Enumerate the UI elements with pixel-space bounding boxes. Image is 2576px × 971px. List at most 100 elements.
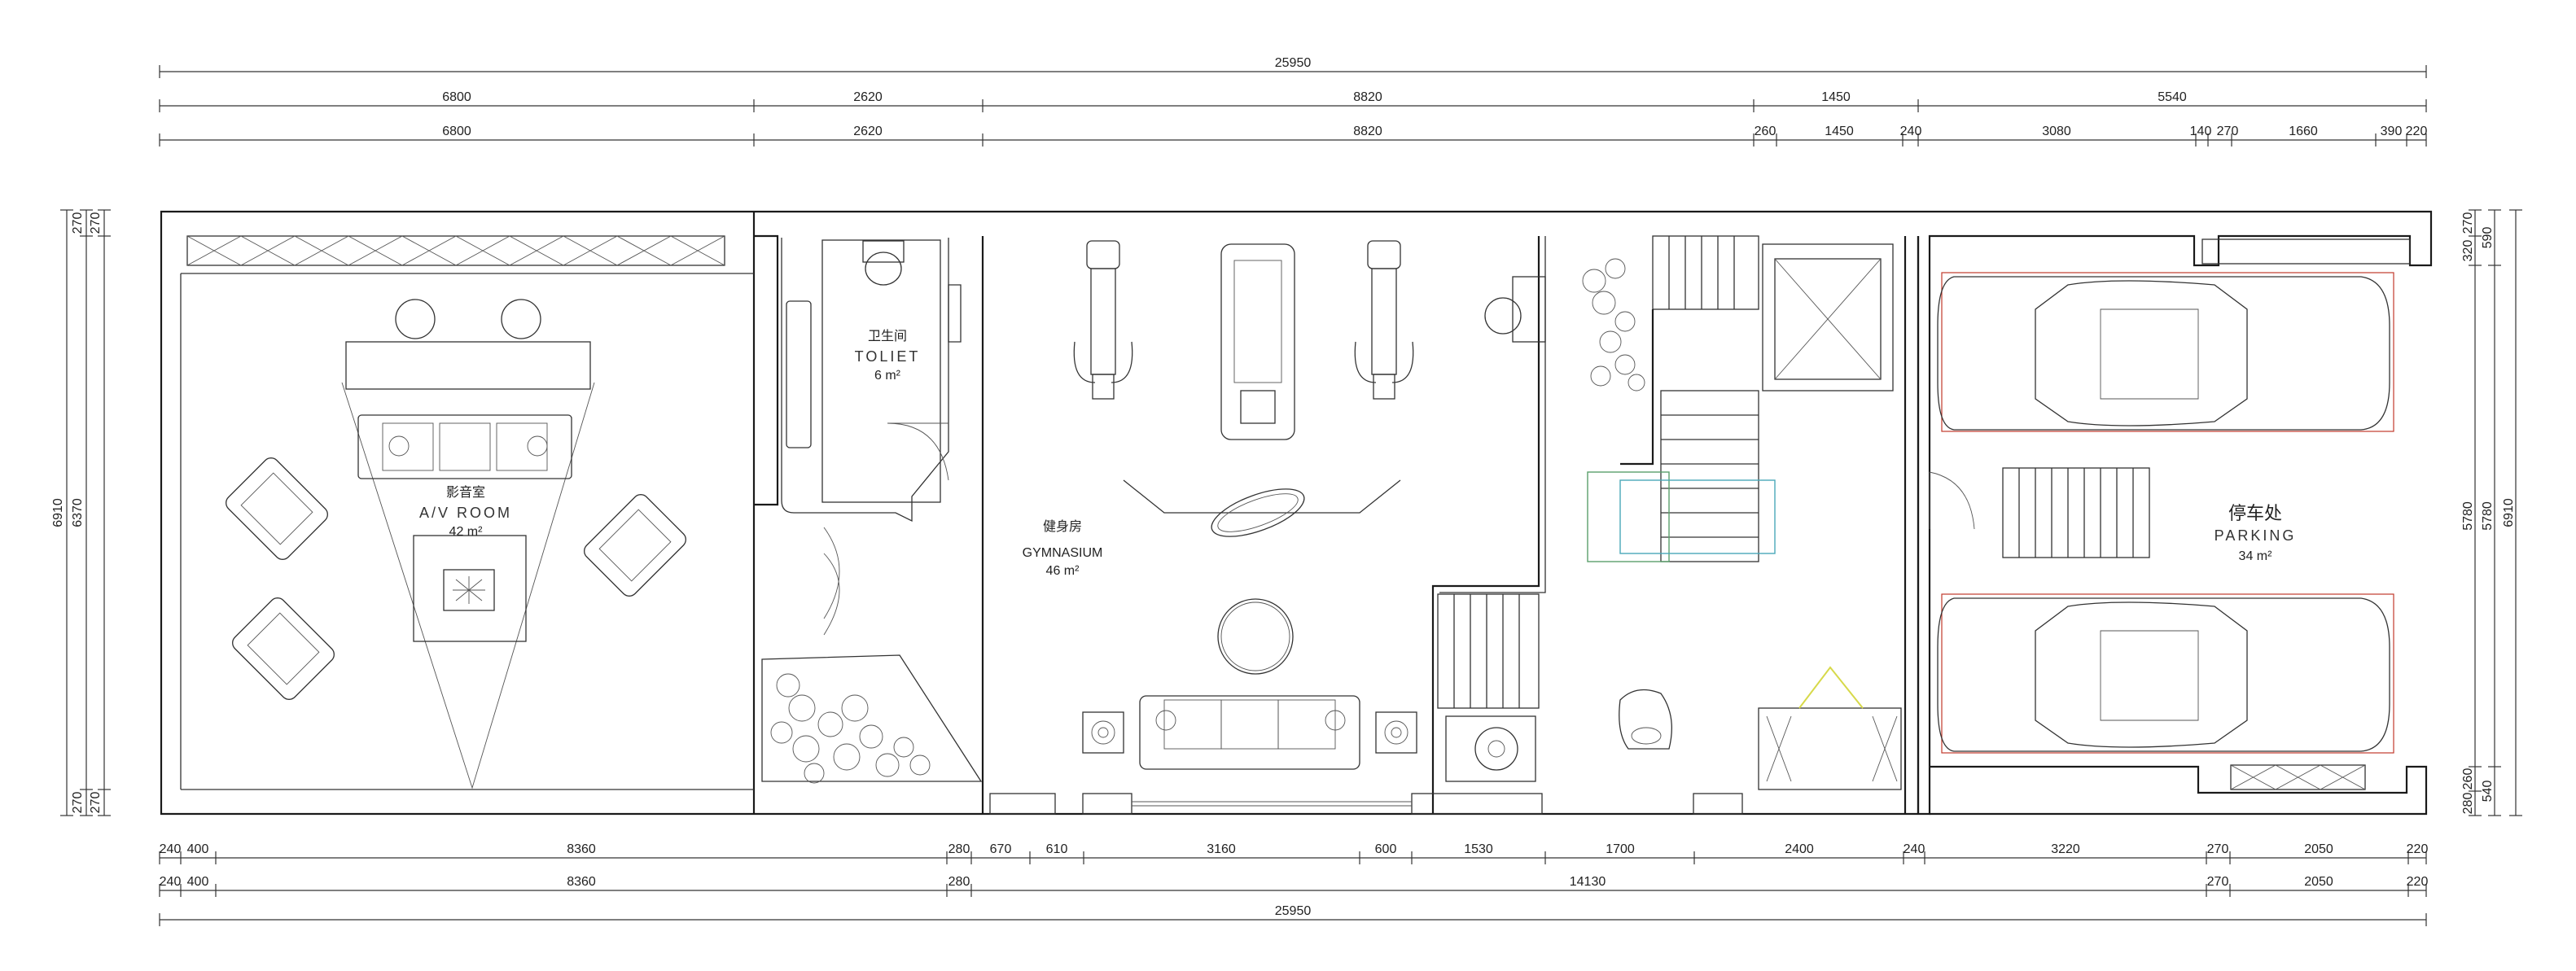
dim-left-outer: 6910 xyxy=(51,498,65,527)
dim-bot-r1-10: 2400 xyxy=(1785,842,1814,856)
toilet-area: 6 m² xyxy=(874,369,901,383)
dim-bot-r1-2: 8360 xyxy=(567,842,596,856)
parking-area: 停车处 PARKING 34 m² xyxy=(1937,238,2411,790)
dim-bot-r2-6: 2050 xyxy=(2304,875,2333,889)
dim-right-i4: 280 xyxy=(2461,793,2475,815)
dim-bot-r2-5: 270 xyxy=(2207,875,2229,889)
stair-plants xyxy=(1582,258,1645,391)
gym-cn: 健身房 xyxy=(1043,518,1082,534)
dim-bot-r1-3: 280 xyxy=(948,842,970,856)
storage-unit xyxy=(1512,276,1546,343)
stairs-lower xyxy=(1660,390,1759,562)
dim-top-r2-0: 6800 xyxy=(442,125,471,138)
dim-top-r1-2: 8820 xyxy=(1353,90,1382,104)
dim-top-r1-4: 5540 xyxy=(2158,90,2187,104)
toilet xyxy=(865,251,902,286)
dim-left-j0: 270 xyxy=(89,212,103,234)
stool xyxy=(395,299,436,339)
treadmill xyxy=(1220,243,1295,440)
window-strip xyxy=(186,235,725,266)
dim-top-r2-2: 8820 xyxy=(1353,125,1382,138)
av-room-cn: 影音室 xyxy=(446,484,485,500)
toilet-room: 卫生间 TOLIET 6 m² xyxy=(754,234,962,636)
dim-bot-r2-2: 8360 xyxy=(567,875,596,889)
coffee-table xyxy=(413,535,527,642)
side-table xyxy=(1082,711,1124,754)
dim-left-i0: 270 xyxy=(71,212,85,234)
courtyard-plants xyxy=(761,654,983,784)
dim-top-r2-11: 220 xyxy=(2406,125,2428,138)
gym-area: 46 m² xyxy=(1046,564,1080,578)
shower xyxy=(821,239,941,503)
dim-right-j1: 5780 xyxy=(2481,501,2495,531)
gym-en: GYMNASIUM xyxy=(1023,546,1103,560)
garage-stairs xyxy=(2002,467,2150,558)
sofa-av xyxy=(357,414,572,479)
dim-top-r2-5: 240 xyxy=(1900,125,1922,138)
dim-bot-r2-4: 14130 xyxy=(1570,875,1606,889)
armchair xyxy=(232,597,335,700)
dim-bot-r2-3: 280 xyxy=(948,875,970,889)
appliance xyxy=(1445,715,1536,782)
av-room: 影音室 A/V ROOM 42 m² xyxy=(180,235,754,790)
barbell xyxy=(1123,479,1401,537)
dim-bot-r1-15: 220 xyxy=(2407,842,2429,856)
dim-right-i2: 5780 xyxy=(2461,501,2475,531)
dim-bot-r1-9: 1700 xyxy=(1606,842,1635,856)
parking-cn: 停车处 xyxy=(2228,504,2282,524)
elevator xyxy=(1762,243,1894,391)
dim-top-row2-ticks xyxy=(159,133,2427,147)
left-dimensions: 6910 270 6370 270 270 270 xyxy=(51,209,111,816)
lounge-chair xyxy=(1619,689,1672,750)
armchair xyxy=(226,457,328,560)
dim-left-i1: 6370 xyxy=(71,498,85,527)
dim-bot-r1-12: 3220 xyxy=(2051,842,2080,856)
dim-bot-r2-7: 220 xyxy=(2407,875,2429,889)
parking-en: PARKING xyxy=(2215,527,2297,544)
car xyxy=(1937,272,2394,432)
stairs-upper xyxy=(1652,235,1759,310)
dim-right-i3: 260 xyxy=(2461,768,2475,790)
dim-bot-r2-0: 240 xyxy=(160,875,182,889)
stairs-bottom xyxy=(1437,593,1540,709)
right-dimensions: 270 320 5780 260 280 590 5780 540 6910 xyxy=(2461,209,2522,816)
dim-top-row1-ticks xyxy=(159,99,2427,112)
dim-right-outer: 6910 xyxy=(2502,498,2516,527)
dim-bot-r1-7: 600 xyxy=(1375,842,1397,856)
desk xyxy=(345,341,591,390)
av-room-en: A/V ROOM xyxy=(419,505,512,521)
stair-core xyxy=(1437,235,1776,750)
dim-bot-r1-6: 3160 xyxy=(1207,842,1236,856)
dim-bot-r1-11: 240 xyxy=(1904,842,1925,856)
dim-bot-r1-4: 670 xyxy=(990,842,1012,856)
parking-area-text: 34 m² xyxy=(2239,549,2273,563)
outer-walls xyxy=(160,210,2433,816)
dim-top-r2-10: 390 xyxy=(2381,125,2403,138)
dim-bot-r1-5: 610 xyxy=(1046,842,1068,856)
dim-right-i0: 270 xyxy=(2461,212,2475,234)
elliptical xyxy=(1354,240,1414,400)
dim-top-total: 25950 xyxy=(1275,56,1312,70)
elliptical xyxy=(1073,240,1133,400)
dim-bot-r1-13: 270 xyxy=(2207,842,2229,856)
av-room-area: 42 m² xyxy=(449,525,484,539)
sofa-gym xyxy=(1139,695,1360,770)
dim-right-i1: 320 xyxy=(2461,240,2475,262)
armchair xyxy=(584,494,686,597)
dim-top-r2-8: 270 xyxy=(2217,125,2239,138)
bathtub xyxy=(786,300,812,448)
dim-top-r2-1: 2620 xyxy=(853,125,883,138)
round-table xyxy=(1217,598,1294,675)
dim-right-j2: 540 xyxy=(2481,781,2495,803)
dim-top-r2-4: 1450 xyxy=(1825,125,1854,138)
dim-bot-r1-0: 240 xyxy=(160,842,182,856)
bottom-sills xyxy=(989,793,1743,815)
dim-bot-r1-14: 2050 xyxy=(2304,842,2333,856)
toilet-en: TOLIET xyxy=(855,348,921,365)
dim-top-r2-3: 260 xyxy=(1755,125,1776,138)
dim-right-j0: 590 xyxy=(2481,227,2495,249)
side-table xyxy=(1375,711,1417,754)
dim-bot-total: 25950 xyxy=(1275,904,1312,918)
dim-bot-r2-1: 400 xyxy=(187,875,209,889)
